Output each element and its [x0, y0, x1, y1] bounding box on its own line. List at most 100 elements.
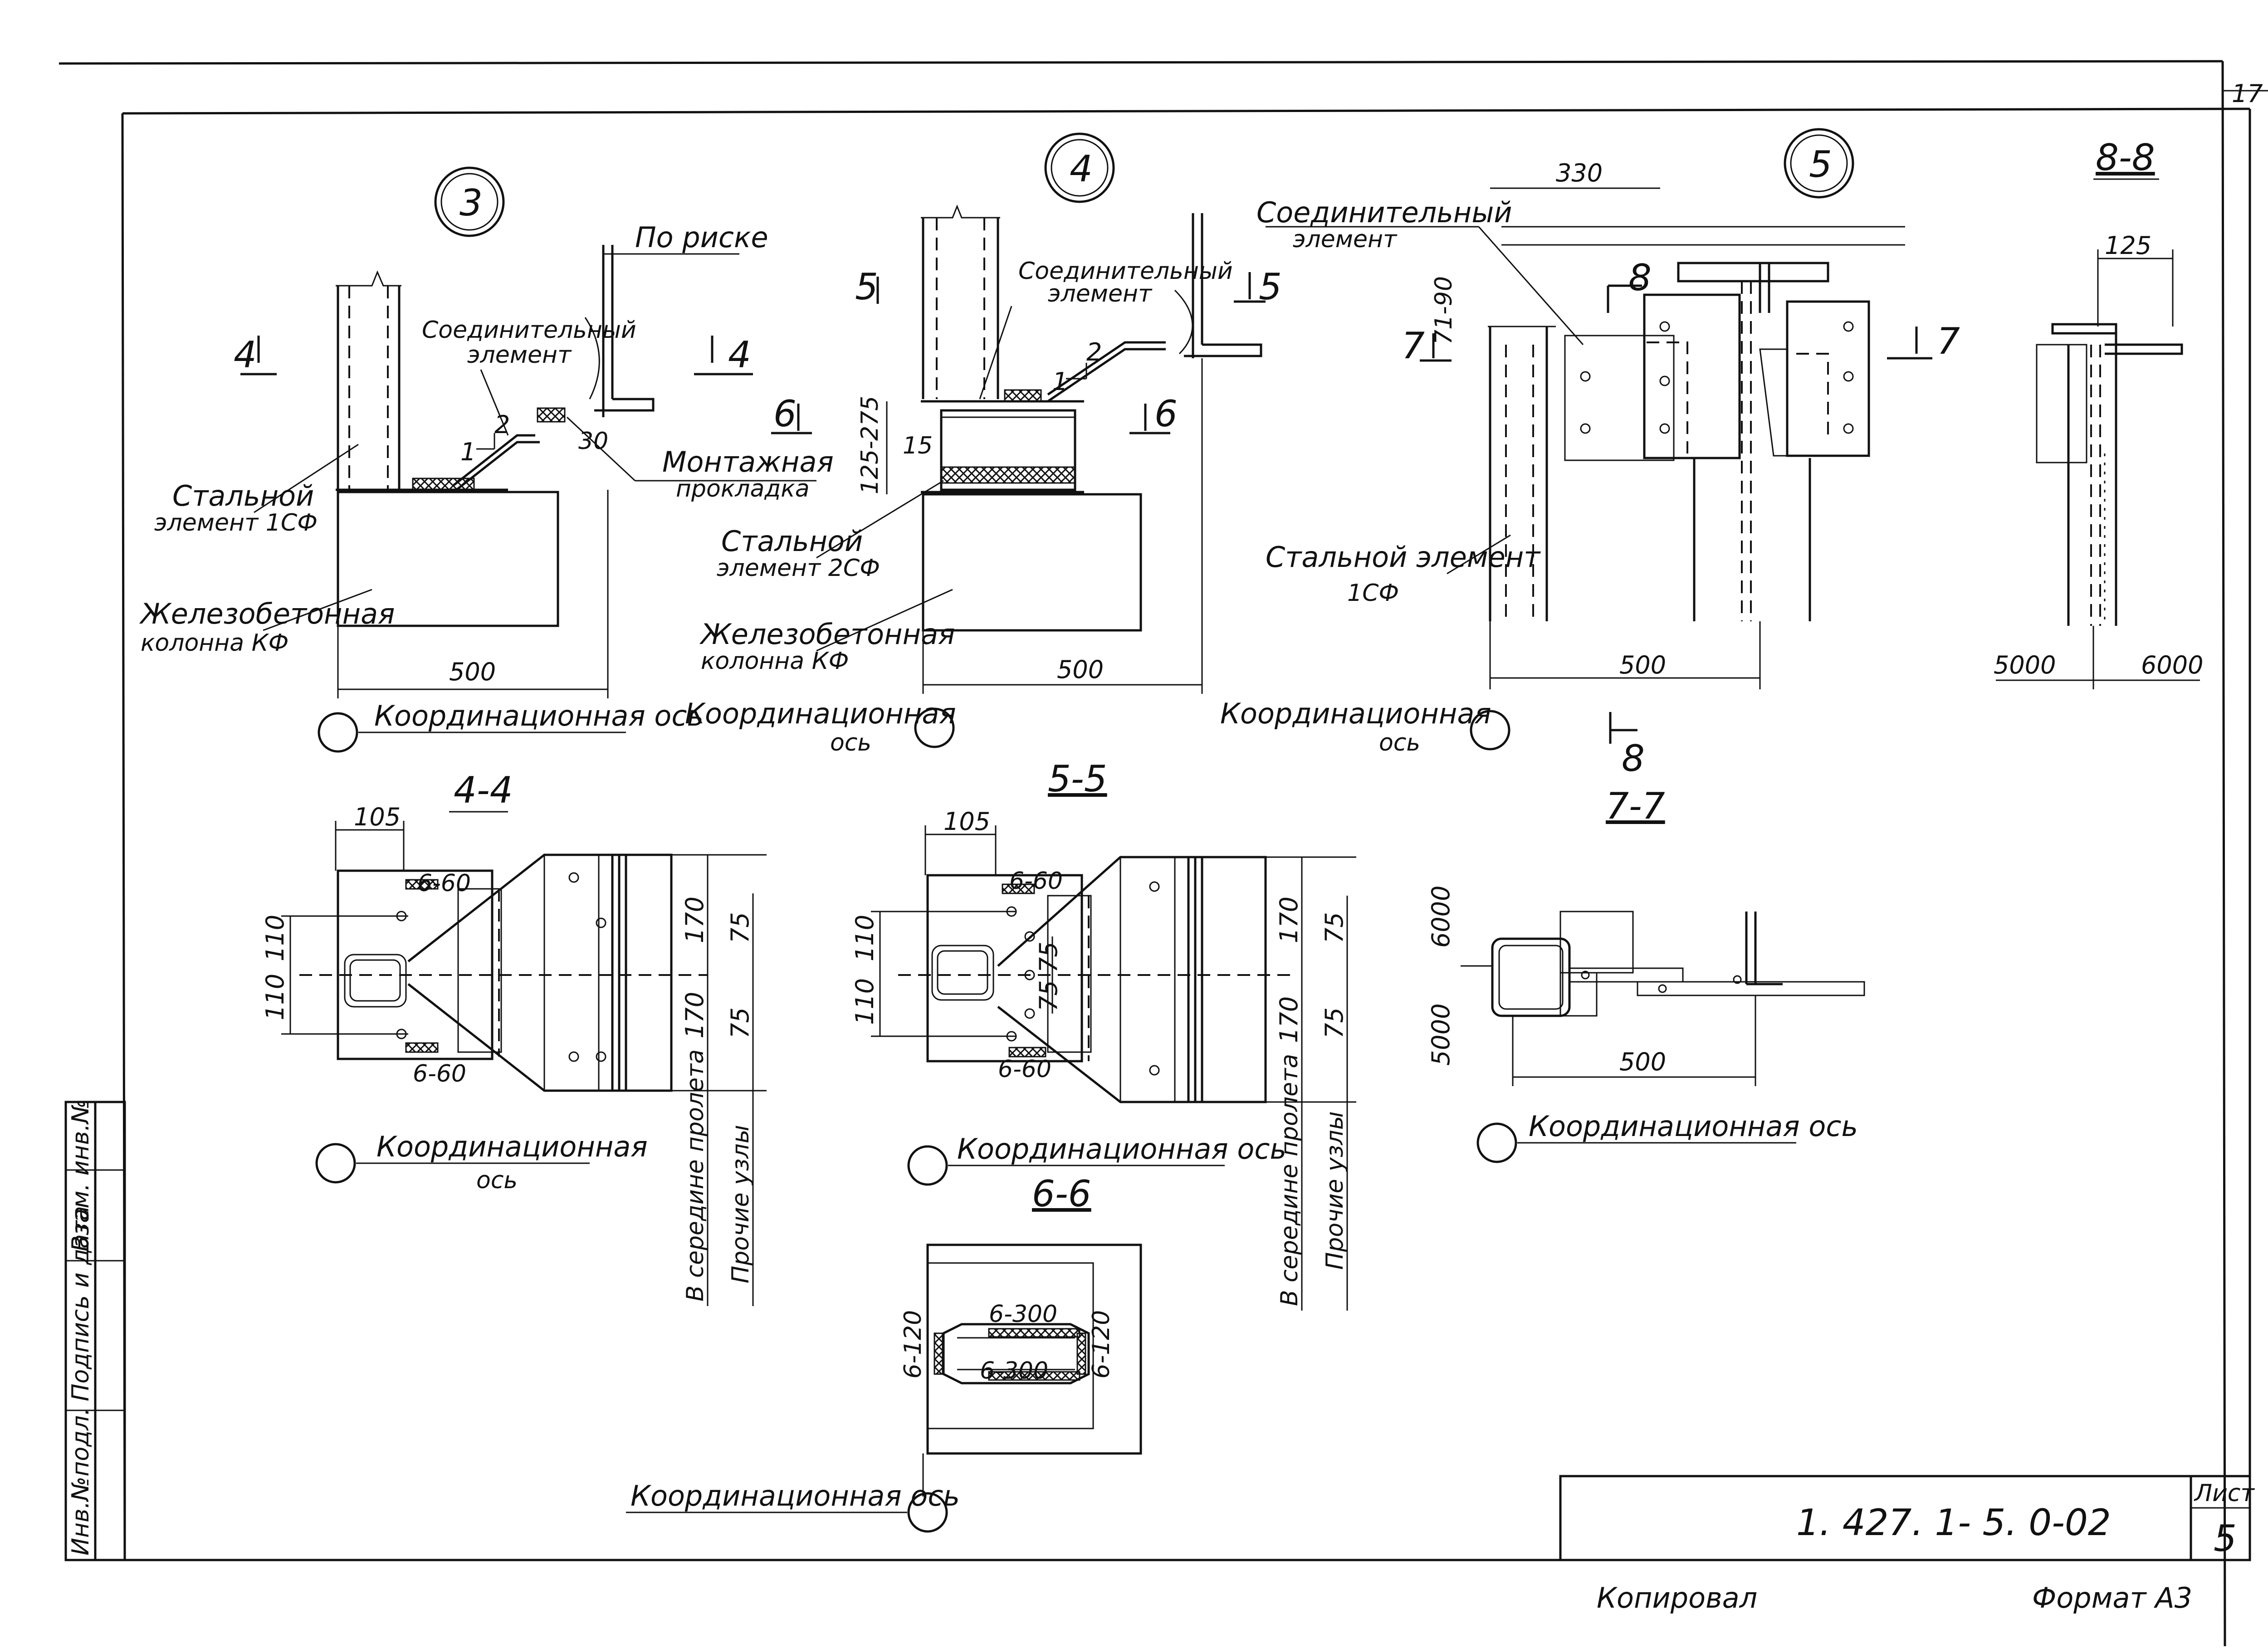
- section-6-6-weld-bot: 6-300: [980, 1357, 1048, 1385]
- node-5-bolts: [1580, 321, 1854, 434]
- section-8-8-dim-125: 125: [2105, 231, 2151, 260]
- section-8-8-dim-right: 6000: [2141, 651, 2203, 679]
- node-5-detail: 5 330: [1220, 128, 1960, 780]
- section-6-6-axis: Координационная ось: [631, 1479, 960, 1512]
- node-3-connector-line1: Соединительный: [422, 317, 636, 344]
- node-4-dim-width: 500: [1057, 655, 1104, 684]
- sheet-label: Лист: [2194, 1480, 2255, 1507]
- node-5-axis-line1: Координационная: [1220, 697, 1491, 730]
- node-5-connector-line2: элемент: [1293, 226, 1398, 253]
- node-4-cut-6b: 6: [1154, 393, 1178, 435]
- section-5-5-weld-top: 6-60: [1009, 868, 1063, 895]
- node-3-rc-column-line2: колонна КФ: [141, 629, 288, 657]
- section-5-5-dim-110b: 110: [850, 978, 879, 1025]
- node-4-steel-element-line2: элемент 2СФ: [717, 555, 880, 582]
- section-4-4-title: 4-4: [454, 769, 513, 811]
- section-5-5-dim-75a: 75: [1034, 941, 1063, 973]
- section-8-8-title: 8-8: [2096, 137, 2155, 179]
- node-4-dim-15: 15: [903, 432, 933, 459]
- section-6-6-weld-left: 6-120: [899, 1310, 927, 1379]
- node-4-rc-column-line1: Железобетонная: [699, 618, 955, 651]
- node-3-steel-element-line2: элемент 1СФ: [154, 509, 318, 536]
- section-8-8: 8-8 125 5000 6000: [1994, 137, 2203, 689]
- node-4-steel-element-line1: Стальной: [721, 525, 863, 558]
- node-4-detail: 4 1 2 125-275 15 500: [685, 132, 1282, 756]
- section-5-5-dim-105: 105: [943, 807, 990, 836]
- node-5-cut-8b: 8: [1622, 737, 1645, 780]
- section-4-4-weld-top: 6-60: [417, 870, 471, 897]
- section-4-4-other-nodes: Прочие узлы: [727, 1125, 754, 1283]
- section-7-7-dim-5000: 5000: [1427, 1004, 1455, 1066]
- node-3-dim-width: 500: [449, 658, 496, 686]
- page-number: 17: [2232, 79, 2263, 108]
- node-3-po-riske: По риске: [635, 221, 768, 254]
- section-5-5-dim-75c: 75: [1320, 912, 1349, 943]
- node-3-detail: 3 1 2 30 По риске 500: [139, 166, 834, 753]
- node-5-connector-line1: Соединительный: [1256, 196, 1512, 229]
- section-7-7-dim-500: 500: [1619, 1048, 1666, 1076]
- node-5-steel-element-line2: 1СФ: [1347, 580, 1399, 607]
- node-4-slope-2: 2: [1086, 338, 1102, 366]
- section-6-6-weld-top: 6-300: [989, 1301, 1057, 1328]
- copied-by: Копировал: [1597, 1581, 1757, 1614]
- node-5-dim-330: 330: [1556, 159, 1603, 187]
- node-3-connector-line2: элемент: [467, 341, 572, 369]
- stamp-inv-podl: Инв.№подл.: [67, 1408, 94, 1555]
- node-5-dim-width: 500: [1619, 651, 1666, 679]
- node-3-mounting-pad-line2: прокладка: [676, 475, 810, 502]
- sheet-number: 5: [2214, 1517, 2237, 1560]
- node-3-slope-1: 1: [460, 438, 476, 466]
- sheet-frame: 17: [59, 60, 2268, 1647]
- section-6-6: 6-6 6-300 6-300 6-120 6-120 Координацион…: [626, 1173, 1142, 1533]
- section-4-4-axis-line1: Координационная: [376, 1130, 648, 1163]
- node-5-marker: 5: [1809, 143, 1832, 185]
- node-3-rc-column-line1: Железобетонная: [139, 597, 395, 630]
- node-4-cut-6a: 6: [773, 393, 797, 435]
- section-8-8-dim-left: 5000: [1994, 651, 2056, 679]
- node-5-cut-8a: 8: [1628, 257, 1652, 299]
- section-6-6-weld-right: 6-120: [1088, 1310, 1115, 1379]
- node-5-dim-top: 71-90: [1430, 276, 1457, 345]
- node-3-steel-element-line1: Стальной: [172, 479, 314, 512]
- section-4-4: 4-4 105 6-60 6-60 110 110: [261, 769, 767, 1306]
- section-5-5-other-nodes: Прочие узлы: [1321, 1111, 1349, 1270]
- node-4-axis-line2: ось: [830, 729, 871, 756]
- node-5-steel-element-line1: Стальной элемент: [1266, 541, 1541, 574]
- node-4-dim-height: 125-275: [856, 396, 884, 494]
- node-4-connector-line1: Соединительный: [1018, 258, 1233, 285]
- node-4-axis-line1: Координационная: [685, 697, 956, 730]
- section-4-4-dim-75a: 75: [726, 912, 754, 943]
- section-4-4-weld-bot: 6-60: [413, 1060, 466, 1087]
- node-5-cut-7b: 7: [1937, 320, 1960, 362]
- node-4-cut-5a: 5: [855, 266, 878, 308]
- drawing-designation: 1. 427. 1- 5. 0-02: [1796, 1502, 2111, 1544]
- node-3-cut-a: 4: [234, 334, 257, 376]
- stamp-replaced-inv: Взам. инв.№: [67, 1099, 94, 1252]
- section-5-5-dim-75d: 75: [1320, 1007, 1349, 1039]
- section-7-7-title: 7-7: [1606, 785, 1665, 827]
- section-5-5-dim-75b: 75: [1034, 980, 1063, 1011]
- section-7-7: 7-7 6000 5000 500 Координационная ось: [1427, 785, 1865, 1163]
- node-3-mounting-pad-line1: Монтажная: [662, 445, 834, 478]
- section-5-5-title: 5-5: [1048, 758, 1107, 800]
- node-4-slope-1: 1: [1052, 367, 1068, 396]
- section-7-7-axis: Координационная ось: [1529, 1110, 1858, 1143]
- node-4-rc-column-line2: колонна КФ: [701, 648, 849, 675]
- stamp-signature-date: Подпись и дата: [67, 1206, 94, 1401]
- section-6-6-title: 6-6: [1032, 1173, 1091, 1215]
- node-3-axis: Координационная ось: [374, 699, 704, 732]
- node-3-cut-b: 4: [728, 334, 751, 376]
- section-5-5-weld-bot: 6-60: [998, 1056, 1051, 1083]
- section-5-5-dim-170a: 170: [1275, 897, 1303, 943]
- side-stamp: Инв.№подл. Подпись и дата Взам. инв.№: [64, 1099, 126, 1561]
- section-7-7-dim-6000: 6000: [1427, 886, 1455, 948]
- section-4-4-dim-170b: 170: [680, 992, 709, 1039]
- node-5-axis-line2: ось: [1379, 729, 1420, 756]
- section-5-5-mid-span: В середине пролета: [1276, 1054, 1303, 1306]
- section-4-4-dim-110a: 110: [261, 915, 289, 961]
- section-4-4-dim-75b: 75: [726, 1007, 754, 1039]
- node-4-marker: 4: [1070, 148, 1093, 190]
- section-4-4-dim-105: 105: [354, 803, 401, 831]
- section-5-5: 5-5 105 6-60 6-60 110 110 75 75: [850, 758, 1356, 1311]
